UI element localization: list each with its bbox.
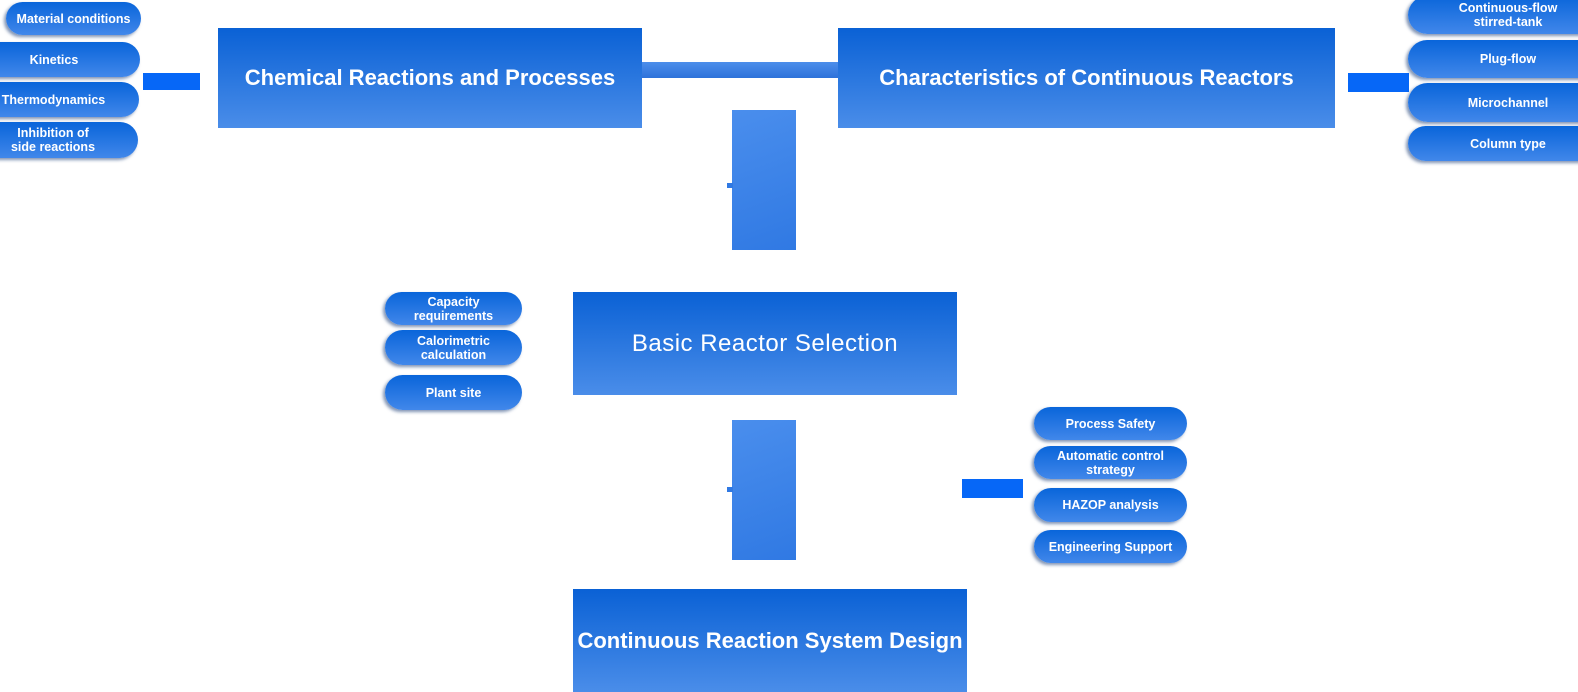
connector-design-supports bbox=[962, 479, 1023, 498]
connector-reaction-factors bbox=[143, 73, 200, 90]
connector-vertical-bottom bbox=[732, 420, 796, 560]
node-basic-reactor-selection: Basic Reactor Selection bbox=[573, 292, 957, 395]
pill-thermodynamics: Thermodynamics bbox=[0, 82, 139, 117]
pill-continuous-flow-stirred-tank: Continuous-flow stirred-tank bbox=[1408, 0, 1578, 34]
pill-kinetics: Kinetics bbox=[0, 42, 140, 77]
connector-tick-top bbox=[727, 183, 733, 188]
pill-microchannel: Microchannel bbox=[1408, 83, 1578, 122]
node-chemical-reactions-and-processes: Chemical Reactions and Processes bbox=[218, 28, 642, 128]
node-characteristics-of-continuous-reactors: Characteristics of Continuous Reactors bbox=[838, 28, 1335, 128]
pill-column-type: Column type bbox=[1408, 126, 1578, 161]
connector-tick-bottom bbox=[727, 487, 733, 492]
pill-plant-site: Plant site bbox=[385, 375, 522, 410]
pill-plug-flow: Plug-flow bbox=[1408, 40, 1578, 78]
pill-inhibition-side-reactions: Inhibition of side reactions bbox=[0, 122, 138, 158]
pill-automatic-control-strategy: Automatic control strategy bbox=[1034, 446, 1187, 479]
pill-calorimetric-calculation: Calorimetric calculation bbox=[385, 330, 522, 365]
connector-box1-box2 bbox=[642, 62, 838, 78]
pill-capacity-requirements: Capacity requirements bbox=[385, 292, 522, 325]
connector-reactor-types bbox=[1348, 73, 1409, 92]
pill-engineering-support: Engineering Support bbox=[1034, 530, 1187, 563]
pill-hazop-analysis: HAZOP analysis bbox=[1034, 488, 1187, 522]
pill-material-conditions: Material conditions bbox=[6, 2, 141, 35]
node-continuous-reaction-system-design: Continuous Reaction System Design bbox=[573, 589, 967, 692]
connector-vertical-top bbox=[732, 110, 796, 250]
pill-process-safety: Process Safety bbox=[1034, 407, 1187, 440]
